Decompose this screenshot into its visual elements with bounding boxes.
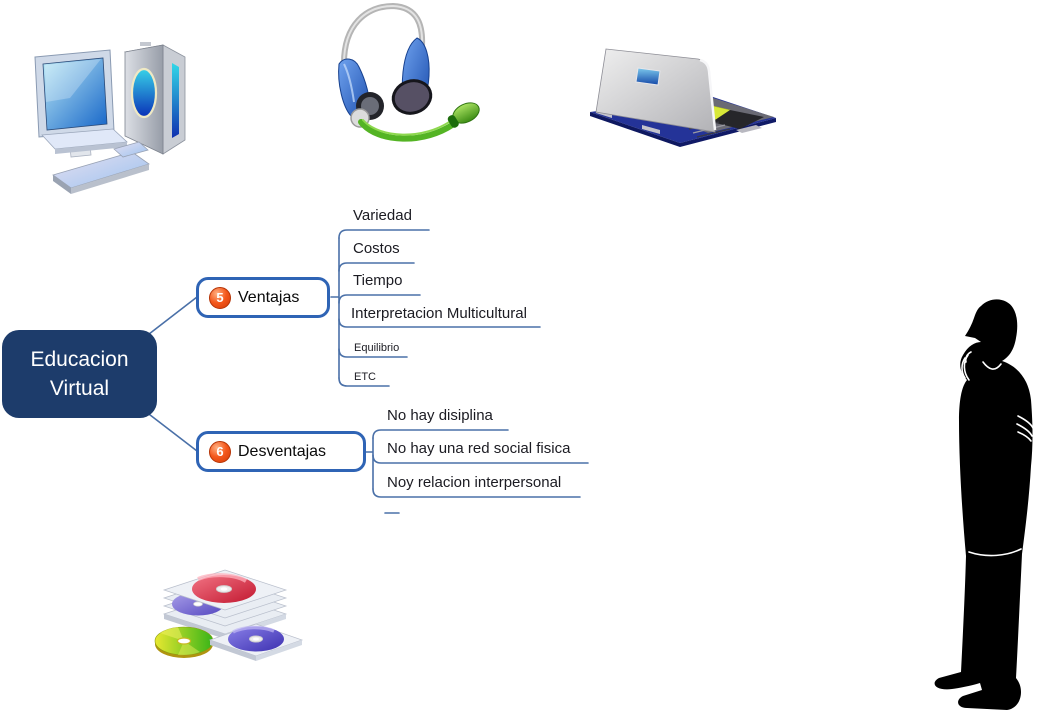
root-topic-line2: Virtual: [49, 377, 110, 400]
connector-costos: [338, 262, 415, 272]
connector-interpretacion: [338, 318, 541, 328]
laptop-clipart: [590, 48, 776, 147]
subtopic-equilibrio[interactable]: Equilibrio: [354, 342, 400, 354]
connector-etc: [338, 377, 390, 387]
connector-red-social: [372, 454, 589, 464]
thinking-person-silhouette: [934, 299, 1034, 710]
connector-root-desventajas: [140, 407, 198, 452]
cd-stack-clipart: [154, 569, 304, 661]
connector-no-hay-disiplina: [372, 429, 509, 439]
connector-relacion-interpersonal: [372, 488, 581, 498]
topic-desventajas[interactable]: 6 Desventajas: [196, 431, 366, 472]
root-topic-educacion-virtual[interactable]: Educacion Virtual: [2, 330, 157, 418]
topic-desventajas-label: Desventajas: [238, 442, 327, 460]
topic-ventajas[interactable]: 5 Ventajas: [196, 277, 330, 318]
subtopic-costos[interactable]: Costos: [353, 240, 400, 257]
subtopic-variedad[interactable]: Variedad: [353, 207, 412, 224]
headset-clipart: [338, 2, 480, 142]
subtopic-tiempo[interactable]: Tiempo: [353, 272, 403, 289]
connector-tiempo: [338, 294, 421, 304]
badge-5-icon: 5: [209, 286, 231, 309]
connector-variedad: [338, 229, 430, 239]
connector-ventajas-stem: [330, 237, 340, 379]
subtopic-no-hay-disiplina[interactable]: No hay disiplina: [387, 407, 493, 424]
badge-6-icon: 6: [209, 440, 231, 463]
topic-ventajas-label: Ventajas: [238, 288, 300, 306]
subtopic-noy-relacion-interpersonal[interactable]: Noy relacion interpersonal: [387, 474, 562, 491]
root-topic-line1: Educacion: [30, 348, 129, 371]
subtopic-etc[interactable]: ETC: [354, 371, 376, 383]
subtopic-no-hay-red-social-fisica[interactable]: No hay una red social fisica: [387, 440, 571, 457]
connector-desventajas-stem: [365, 437, 374, 490]
connector-equilibrio: [338, 348, 408, 358]
desktop-computer-clipart: [34, 42, 186, 194]
subtopic-interpretacion-multicultural[interactable]: Interpretacion Multicultural: [351, 305, 527, 322]
